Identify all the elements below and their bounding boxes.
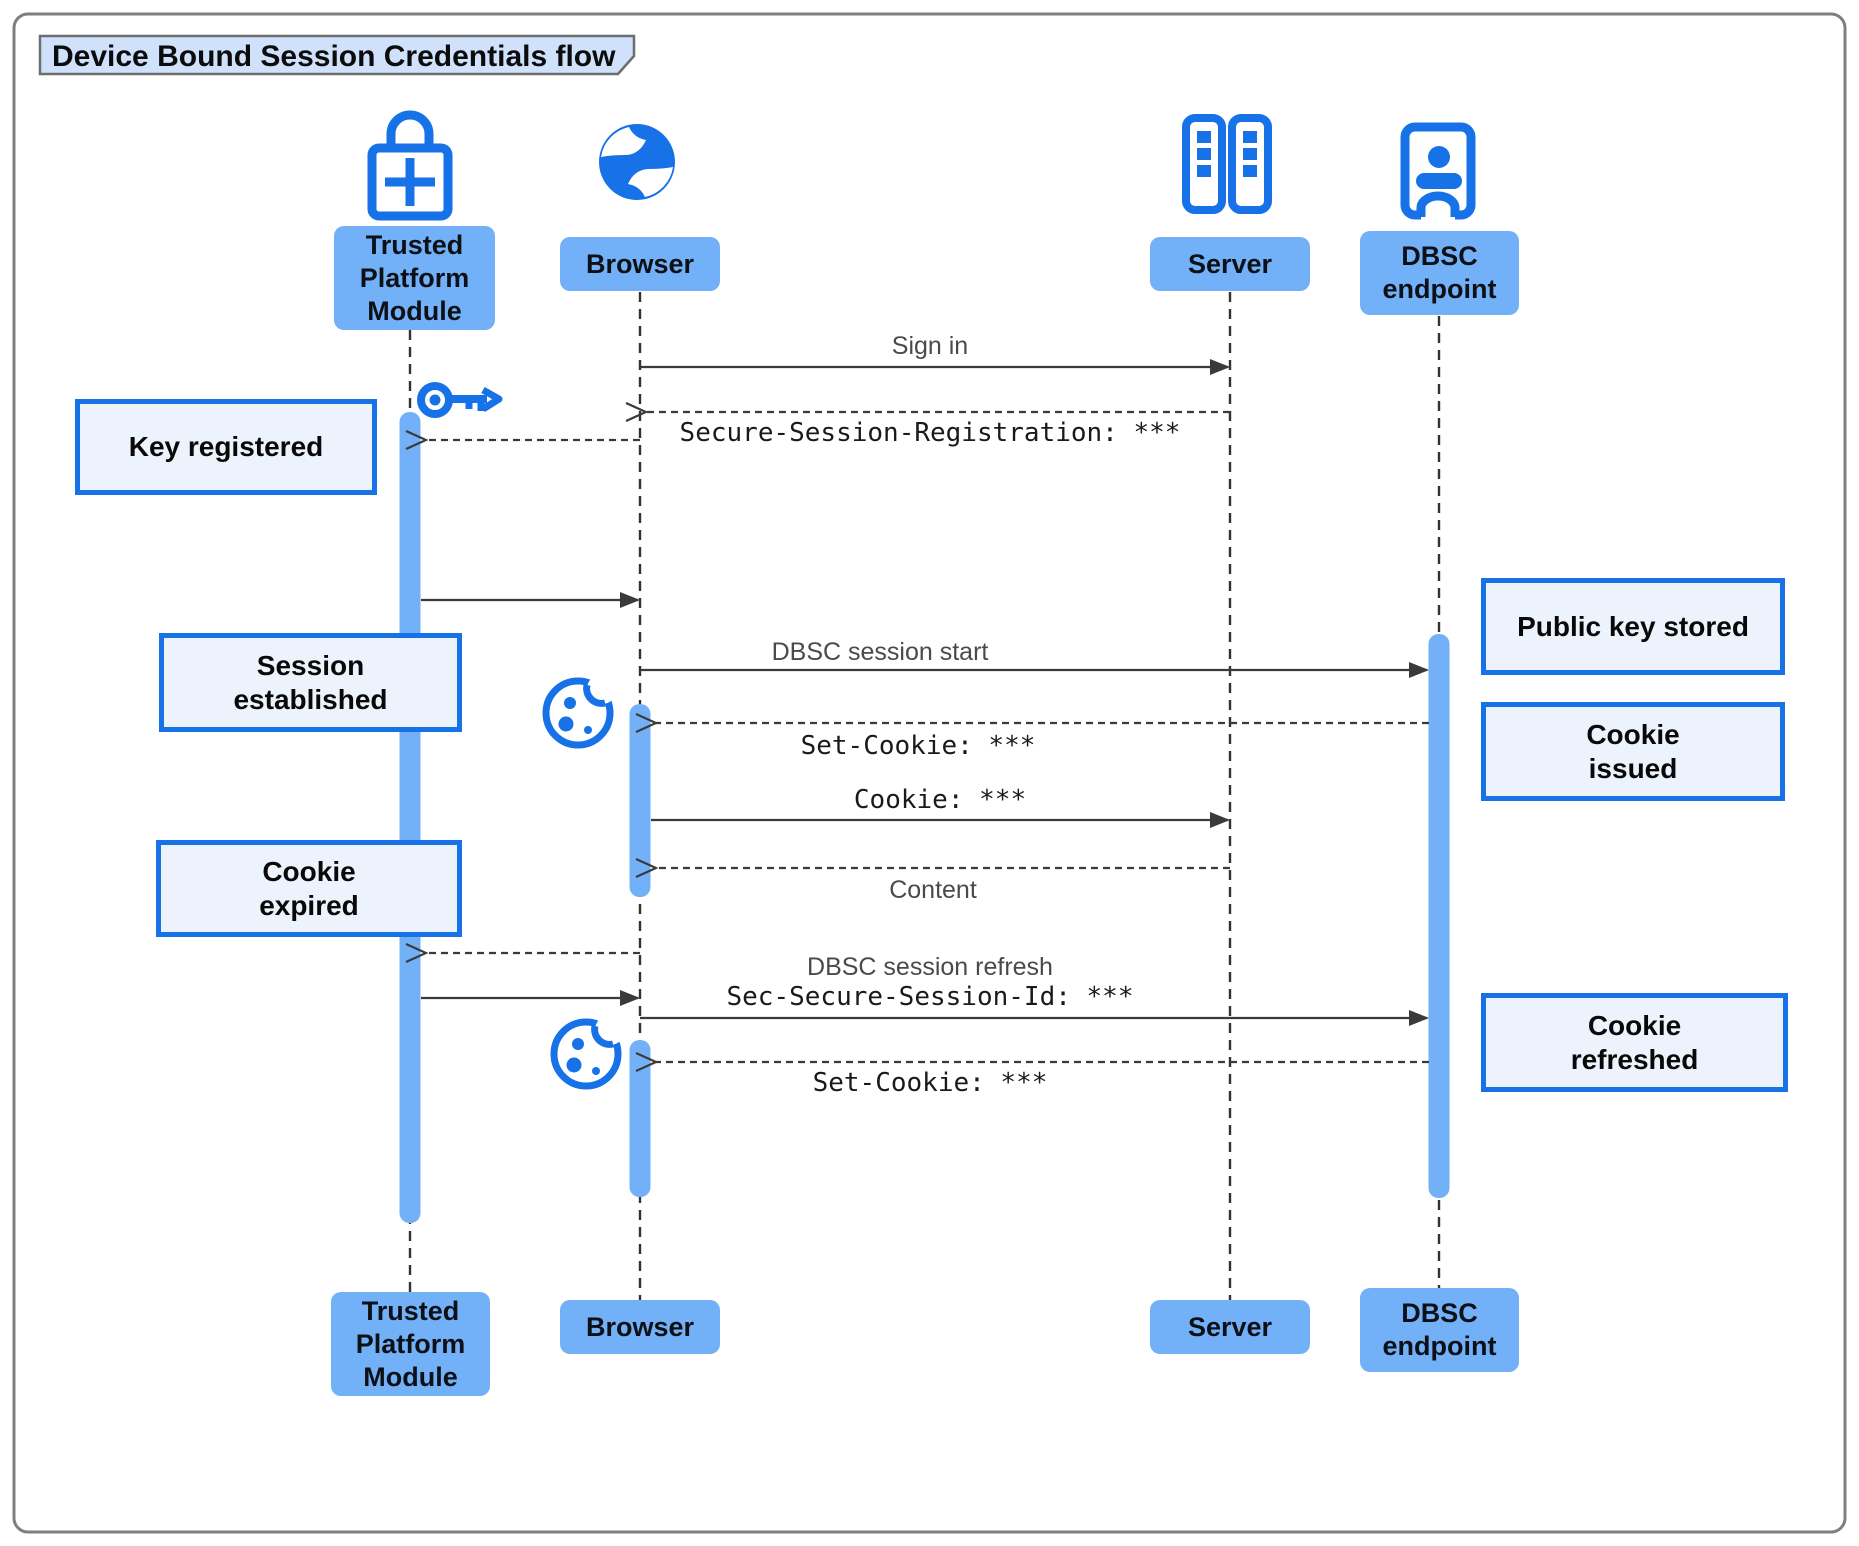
- message-cookie: Cookie: ***: [853, 785, 1027, 815]
- diagram-frame: [12, 12, 1847, 1534]
- message-session-registration: Secure-Session-Registration: ***: [679, 418, 1181, 448]
- message-dbsc-session-refresh: DBSC session refresh: [807, 953, 1053, 981]
- message-sign-in: Sign in: [891, 332, 969, 360]
- actor-label-dbsc-top: DBSC endpoint: [1360, 231, 1519, 315]
- message-set-cookie-2: Set-Cookie: ***: [812, 1068, 1048, 1098]
- actor-label-server-bottom: Server: [1150, 1300, 1310, 1354]
- diagram-title: Device Bound Session Credentials flow: [52, 40, 616, 73]
- cookie-icon: [550, 1015, 625, 1090]
- actor-label-tpm-top: Trusted Platform Module: [334, 226, 495, 330]
- lock-plus-icon: [367, 110, 453, 221]
- note-cookie-issued: Cookie issued: [1481, 702, 1785, 801]
- note-cookie-expired: Cookie expired: [156, 840, 462, 937]
- browser-activation-bar-1: [629, 704, 651, 897]
- message-dbsc-session-start: DBSC session start: [771, 638, 989, 666]
- actor-label-browser-top: Browser: [560, 237, 720, 291]
- message-set-cookie-1: Set-Cookie: ***: [800, 731, 1036, 761]
- browser-activation-bar-2: [629, 1040, 651, 1197]
- title-tab: [38, 34, 636, 76]
- note-cookie-refreshed: Cookie refreshed: [1481, 993, 1788, 1092]
- key-icon: [417, 382, 503, 418]
- door-person-icon: [1400, 122, 1476, 221]
- dbsc-activation-bar: [1428, 634, 1450, 1198]
- globe-icon: [599, 124, 675, 200]
- actor-label-server-top: Server: [1150, 237, 1310, 291]
- message-sec-secure-session-id: Sec-Secure-Session-Id: ***: [726, 982, 1134, 1012]
- actor-label-tpm-bottom: Trusted Platform Module: [331, 1292, 490, 1396]
- actor-label-browser-bottom: Browser: [560, 1300, 720, 1354]
- message-arrows: [421, 359, 1429, 1062]
- tpm-activation-bar: [399, 412, 421, 1223]
- activation-bars: [399, 412, 1450, 1223]
- cookie-icon: [542, 674, 617, 749]
- message-content: Content: [889, 876, 977, 904]
- actor-label-dbsc-bottom: DBSC endpoint: [1360, 1288, 1519, 1372]
- note-public-key-stored: Public key stored: [1481, 578, 1785, 675]
- note-key-registered: Key registered: [75, 399, 377, 495]
- server-rack-icon: [1182, 114, 1272, 214]
- note-session-established: Session established: [159, 633, 462, 732]
